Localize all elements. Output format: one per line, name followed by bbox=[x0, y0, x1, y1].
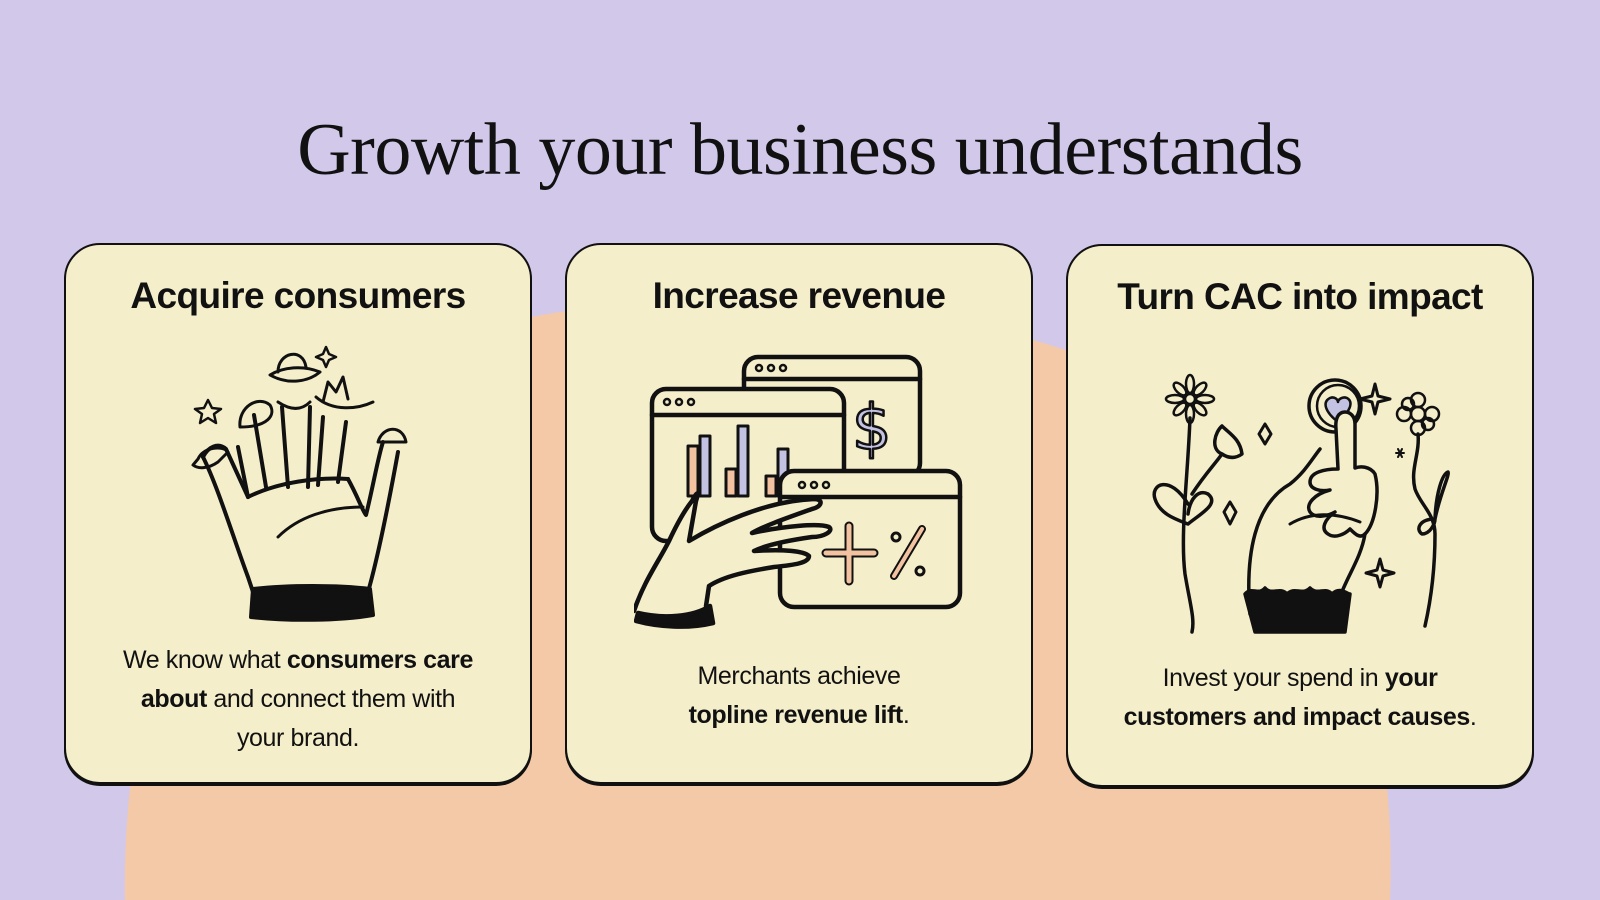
card-description: Merchants achieve topline revenue lift. bbox=[688, 662, 910, 729]
card-description: We know what consumers care about and co… bbox=[122, 646, 474, 752]
card-description: Invest your spend in your customers and … bbox=[1123, 664, 1477, 731]
hand-with-revenue-windows-icon: $ bbox=[634, 354, 963, 629]
svg-text:$: $ bbox=[852, 391, 891, 464]
card-title: Increase revenue bbox=[652, 275, 946, 316]
hand-with-heart-coin-and-flowers-icon bbox=[1152, 373, 1450, 634]
feature-cards: Acquire consumers bbox=[64, 243, 1536, 788]
card-acquire-consumers: Acquire consumers bbox=[64, 243, 532, 784]
card-title: Turn CAC into impact bbox=[1117, 276, 1483, 317]
page-title: Growth your business understands bbox=[297, 109, 1303, 191]
card-title: Acquire consumers bbox=[130, 275, 466, 316]
hand-with-finger-hats-icon bbox=[191, 345, 408, 622]
card-increase-revenue: Increase revenue $ bbox=[565, 243, 1033, 784]
card-turn-cac-into-impact: Turn CAC into impact bbox=[1066, 244, 1534, 787]
